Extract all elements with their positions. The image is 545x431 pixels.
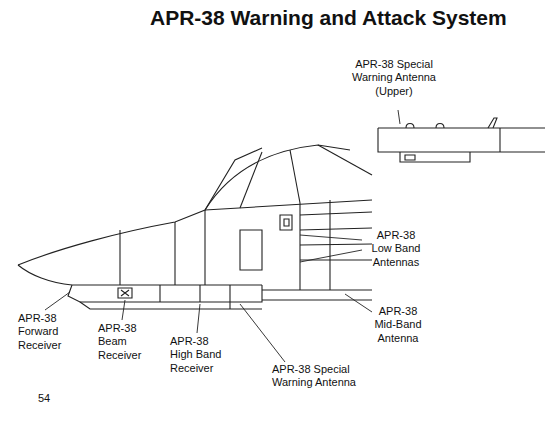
part-label: APR-38 High Band Receiver [170,335,228,375]
page-number: 54 [38,392,68,405]
label-text: APR-38 Forward Receiver [18,312,61,351]
label-text: 54 [38,392,50,404]
part-label: APR-38 Low Band Antennas [368,229,424,269]
part-label: APR-38 Special Warning Antenna [272,363,366,390]
title: APR-38 Warning and Attack System [150,6,507,30]
part-label: APR-38 Beam Receiver [98,322,150,362]
upper-fuselage [378,118,545,162]
title-text: APR-38 Warning and Attack System [150,6,507,29]
leader-lines [45,110,400,362]
label-text: APR-38 Mid-Band Antenna [374,305,421,344]
label-text: APR-38 High Band Receiver [170,335,221,374]
nose-section [18,145,372,309]
label-text: APR-38 Low Band Antennas [372,229,421,268]
label-text: APR-38 Special Warning Antenna (Upper) [352,58,436,97]
label-text: APR-38 Special Warning Antenna [272,363,356,388]
part-label: APR-38 Special Warning Antenna (Upper) [348,58,440,98]
label-text: APR-38 Beam Receiver [98,322,141,361]
part-label: APR-38 Forward Receiver [18,312,70,352]
part-label: APR-38 Mid-Band Antenna [370,305,426,345]
